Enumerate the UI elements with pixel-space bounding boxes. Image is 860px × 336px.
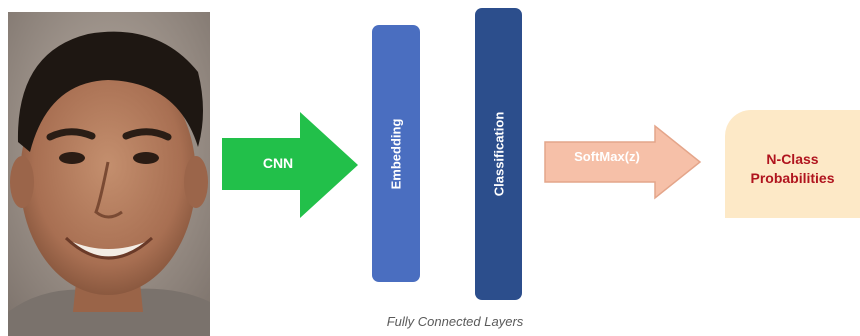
output-probabilities-box: N-Class Probabilities bbox=[725, 110, 860, 218]
output-label: N-Class Probabilities bbox=[750, 151, 835, 186]
fully-connected-caption: Fully Connected Layers bbox=[386, 314, 524, 329]
classification-label: Classification bbox=[491, 111, 506, 197]
softmax-label: SoftMax(z) bbox=[574, 149, 640, 164]
cnn-label: CNN bbox=[262, 155, 294, 171]
classification-layer: Classification bbox=[475, 8, 522, 300]
embedding-layer: Embedding bbox=[372, 25, 420, 282]
cnn-arrow bbox=[222, 112, 358, 218]
person-photo bbox=[8, 12, 210, 336]
portrait-drawing bbox=[8, 12, 210, 336]
embedding-label: Embedding bbox=[388, 118, 404, 189]
softmax-arrow bbox=[544, 124, 702, 200]
